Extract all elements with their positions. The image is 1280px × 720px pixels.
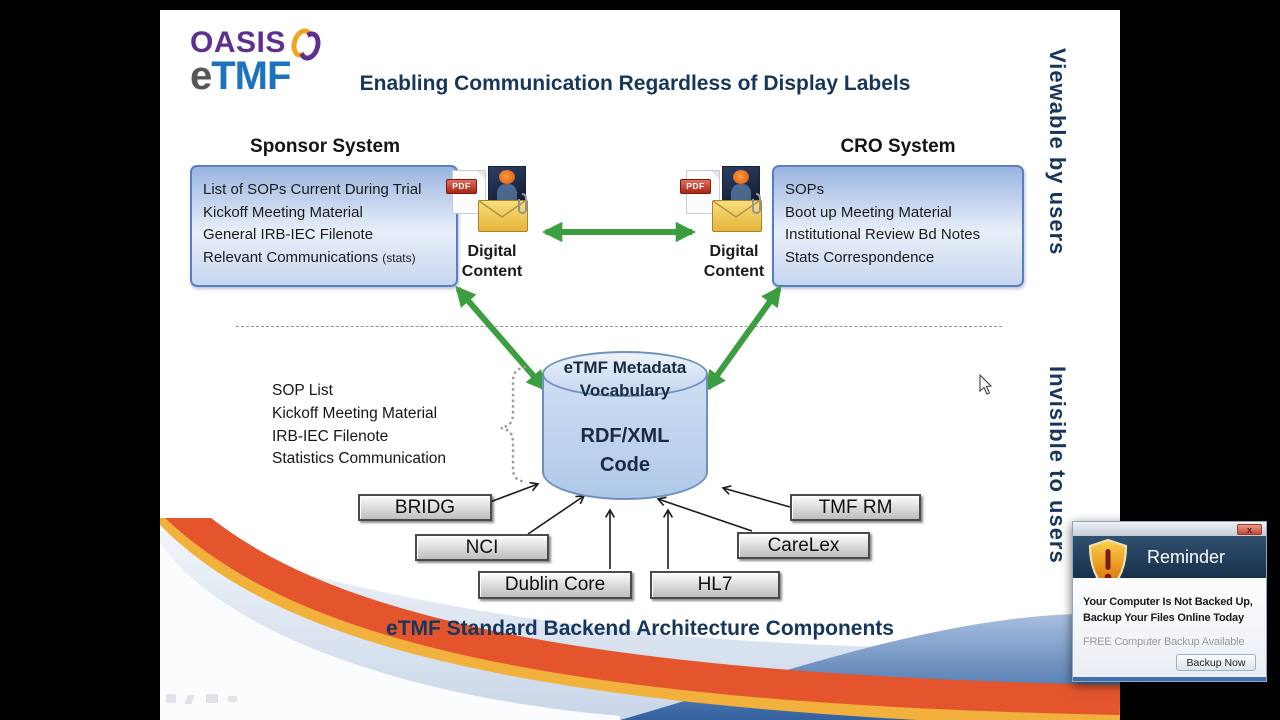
arrow-bridg-cylinder xyxy=(489,481,540,503)
sponsor-item: Kickoff Meeting Material xyxy=(203,203,363,221)
popup-message-line2: Backup Your Files Online Today xyxy=(1083,612,1244,624)
pdf-icon: PDF xyxy=(680,179,711,194)
metadata-item: Kickoff Meeting Material xyxy=(272,404,438,422)
label-invisible-to-users: Invisible to users xyxy=(1045,366,1070,564)
cro-system-box: SOPs Boot up Meeting Material Institutio… xyxy=(772,165,1024,287)
label-viewable-by-users: Viewable by users xyxy=(1045,48,1070,256)
email-envelope-icon xyxy=(712,193,762,232)
popup-body: Your Computer Is Not Backed Up, Backup Y… xyxy=(1073,578,1266,677)
oasis-logo: OASIS xyxy=(190,25,325,64)
sponsor-item: General IRB-IEC Filenote xyxy=(203,226,374,243)
pdf-icon: PDF xyxy=(446,179,477,194)
cro-item: SOPs xyxy=(785,181,825,198)
standard-box-bridg: BRIDG xyxy=(358,494,492,521)
cro-system-heading: CRO System xyxy=(840,136,956,157)
metadata-item: SOP List xyxy=(272,382,333,399)
cylinder-label-line2: Vocabulary xyxy=(579,381,671,400)
metadata-item: Statistics Communication xyxy=(272,450,447,468)
mouse-cursor xyxy=(979,374,993,395)
cro-item: Institutional Review Bd Notes xyxy=(785,226,981,243)
digital-content-icons-left: PDF xyxy=(446,166,548,240)
sponsor-item: List of SOPs Current During Trial xyxy=(203,181,422,198)
sponsor-system-heading: Sponsor System xyxy=(250,136,400,157)
sponsor-item-stats-suffix: (stats) xyxy=(382,250,416,265)
etmf-logo: eTMF xyxy=(190,56,291,96)
paperclip-icon xyxy=(752,193,761,214)
digital-content-label-right: Digital Content xyxy=(703,243,765,280)
dotted-brace xyxy=(500,365,527,484)
arrow-tmfrm-cylinder xyxy=(721,485,791,508)
digital-content-icons-right: PDF xyxy=(680,166,782,240)
sponsor-item: Relevant Communications (stats) xyxy=(203,248,416,266)
diagram-arrows-layer xyxy=(455,221,791,569)
rdf-xml-cylinder-top xyxy=(542,351,708,397)
etmf-logo-tmf: TMF xyxy=(211,54,291,98)
presentation-slide: OASIS eTMF Enabling Communication Regard… xyxy=(160,10,1120,720)
popup-title: Reminder xyxy=(1147,547,1226,567)
metadata-item: IRB-IEC Filenote xyxy=(272,427,389,445)
email-envelope-icon xyxy=(478,193,528,232)
cylinder-label-line1: eTMF Metadata xyxy=(563,358,687,377)
green-arrow-cro-cylinder xyxy=(705,285,782,392)
standard-box-nci: NCI xyxy=(415,534,549,561)
backup-now-button[interactable]: Backup Now xyxy=(1176,654,1256,671)
cylinder-label-line3: RDF/XML xyxy=(580,425,670,447)
close-icon[interactable]: x xyxy=(1237,524,1262,535)
green-arrow-sponsor-cylinder xyxy=(455,285,547,392)
popup-bottom-strip xyxy=(1073,677,1266,681)
standard-box-hl7: HL7 xyxy=(650,571,780,599)
etmf-logo-e: e xyxy=(190,54,212,98)
arrow-nci-cylinder xyxy=(527,495,586,535)
standard-box-carelex: CareLex xyxy=(737,532,870,559)
popup-free-offer-line: FREE Computer Backup Available xyxy=(1083,636,1245,648)
cro-item: Boot up Meeting Material xyxy=(785,203,952,221)
popup-message-line1: Your Computer Is Not Backed Up, xyxy=(1083,596,1253,608)
metadata-mapping-list: SOP List Kickoff Meeting Material IRB-IE… xyxy=(272,380,446,471)
swoosh-background-graphic xyxy=(160,518,1120,720)
faded-toolbar-artifacts xyxy=(162,690,272,708)
cylinder-label-line4: Code xyxy=(600,454,650,476)
popup-titlebar[interactable]: x xyxy=(1073,522,1266,536)
oasis-logo-text: OASIS xyxy=(190,26,286,59)
slide-title: Enabling Communication Regardless of Dis… xyxy=(359,72,911,95)
standard-box-dublin-core: Dublin Core xyxy=(478,571,632,599)
footer-title: eTMF Standard Backend Architecture Compo… xyxy=(386,617,894,640)
arrow-carelex-cylinder xyxy=(656,496,753,532)
sponsor-system-box: List of SOPs Current During Trial Kickof… xyxy=(190,165,458,287)
paperclip-icon xyxy=(518,193,527,214)
standard-box-tmf-rm: TMF RM xyxy=(790,494,921,521)
cro-item: Stats Correspondence xyxy=(785,248,935,266)
digital-content-label-left: Digital Content xyxy=(461,243,523,280)
viewable-invisible-divider xyxy=(236,326,1002,327)
reminder-popup-window[interactable]: x Reminder Your Computer Is Not Backed U… xyxy=(1072,521,1267,682)
